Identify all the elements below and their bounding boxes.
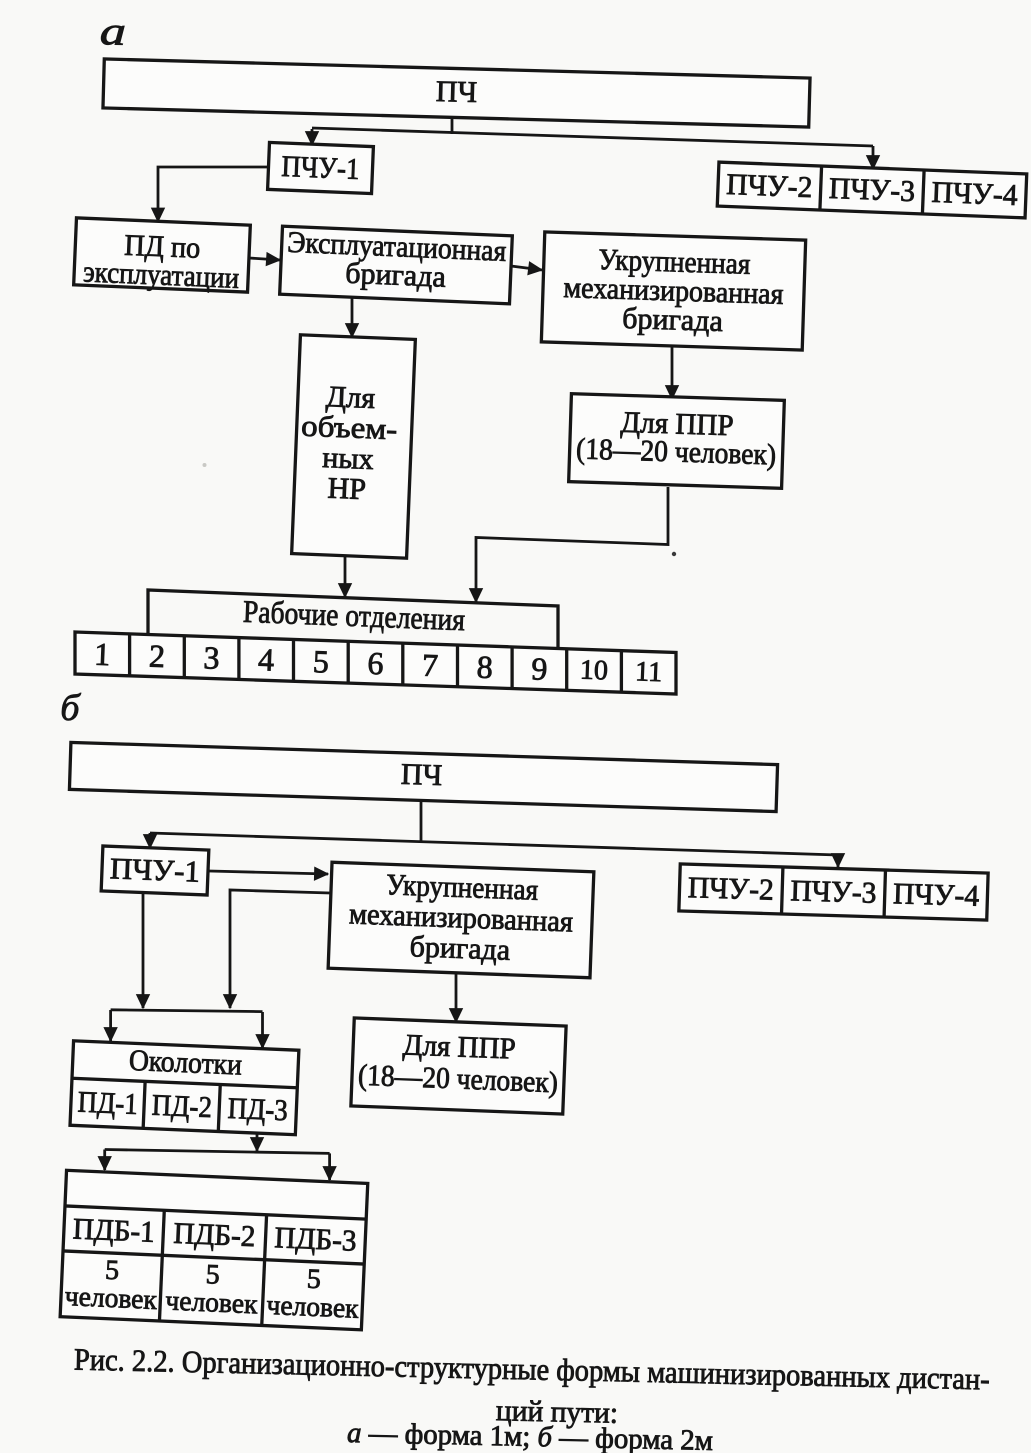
svg-text:10: 10 bbox=[579, 654, 608, 686]
svg-text:ПД по: ПД по bbox=[124, 229, 201, 265]
svg-text:ПЧУ-1: ПЧУ-1 bbox=[281, 150, 360, 186]
svg-text:Для ППР: Для ППР bbox=[620, 406, 734, 443]
svg-text:а: а bbox=[99, 8, 126, 54]
svg-text:Для: Для bbox=[325, 380, 376, 415]
svg-text:человек: человек bbox=[266, 1290, 360, 1325]
svg-text:объем-: объем- bbox=[301, 410, 398, 447]
svg-text:эксплуатации: эксплуатации bbox=[83, 255, 240, 295]
svg-text:бригада: бригада bbox=[622, 302, 724, 338]
svg-text:Укрупненная: Укрупненная bbox=[386, 868, 539, 907]
svg-text:ных: ных bbox=[322, 441, 375, 476]
svg-text:НР: НР bbox=[327, 472, 367, 507]
svg-text:Рабочие отделения: Рабочие отделения bbox=[242, 594, 465, 637]
svg-text:Для ППР: Для ППР bbox=[402, 1028, 516, 1065]
svg-text:ций пути:: ций пути: bbox=[496, 1394, 619, 1430]
svg-text:5: 5 bbox=[306, 1264, 321, 1296]
svg-text:8: 8 bbox=[476, 649, 493, 686]
svg-text:ПД-1: ПД-1 bbox=[77, 1086, 138, 1121]
svg-text:5: 5 bbox=[205, 1259, 220, 1291]
svg-text:ПЧУ-2: ПЧУ-2 bbox=[726, 168, 813, 204]
svg-text:б: б bbox=[60, 687, 82, 730]
svg-text:Околотки: Околотки bbox=[128, 1044, 242, 1082]
svg-text:ПЧУ-1: ПЧУ-1 bbox=[109, 852, 200, 888]
svg-text:ПДБ-3: ПДБ-3 bbox=[274, 1221, 357, 1258]
svg-text:ПД-2: ПД-2 bbox=[151, 1089, 212, 1124]
svg-text:5: 5 bbox=[104, 1255, 119, 1287]
svg-text:ПЧУ-3: ПЧУ-3 bbox=[790, 874, 877, 910]
svg-text:2: 2 bbox=[148, 638, 165, 675]
svg-text:7: 7 bbox=[421, 647, 438, 684]
svg-text:(18—20 человек): (18—20 человек) bbox=[357, 1059, 558, 1100]
svg-text:бригада: бригада bbox=[345, 257, 447, 294]
svg-text:ПЧ: ПЧ bbox=[436, 75, 478, 109]
svg-text:9: 9 bbox=[531, 650, 548, 687]
svg-text:5: 5 bbox=[312, 643, 329, 680]
svg-text:1: 1 bbox=[94, 636, 111, 673]
svg-text:3: 3 bbox=[203, 639, 220, 676]
svg-text:ПЧУ-4: ПЧУ-4 bbox=[931, 176, 1018, 212]
svg-text:Укрупненная: Укрупненная bbox=[598, 243, 751, 281]
svg-text:ПДБ-2: ПДБ-2 bbox=[173, 1217, 256, 1254]
svg-text:бригада: бригада bbox=[409, 930, 511, 967]
svg-text:11: 11 bbox=[635, 656, 663, 688]
svg-text:ПЧУ-4: ПЧУ-4 bbox=[893, 877, 980, 913]
svg-text:ПЧУ-2: ПЧУ-2 bbox=[687, 871, 774, 907]
svg-text:(18—20 человек): (18—20 человек) bbox=[576, 432, 777, 471]
svg-text:6: 6 bbox=[367, 645, 384, 682]
svg-text:человек: человек bbox=[64, 1281, 158, 1316]
svg-text:механизированная: механизированная bbox=[563, 271, 784, 311]
svg-text:а — форма 1м; б — форма 2м: а — форма 1м; б — форма 2м bbox=[347, 1417, 714, 1453]
svg-text:ПЧУ-3: ПЧУ-3 bbox=[828, 172, 915, 208]
svg-text:ПД-3: ПД-3 bbox=[227, 1092, 288, 1127]
svg-text:4: 4 bbox=[258, 641, 275, 678]
svg-text:человек: человек bbox=[165, 1285, 259, 1320]
svg-text:ПДБ-1: ПДБ-1 bbox=[72, 1212, 155, 1249]
svg-text:ПЧ: ПЧ bbox=[400, 758, 442, 792]
